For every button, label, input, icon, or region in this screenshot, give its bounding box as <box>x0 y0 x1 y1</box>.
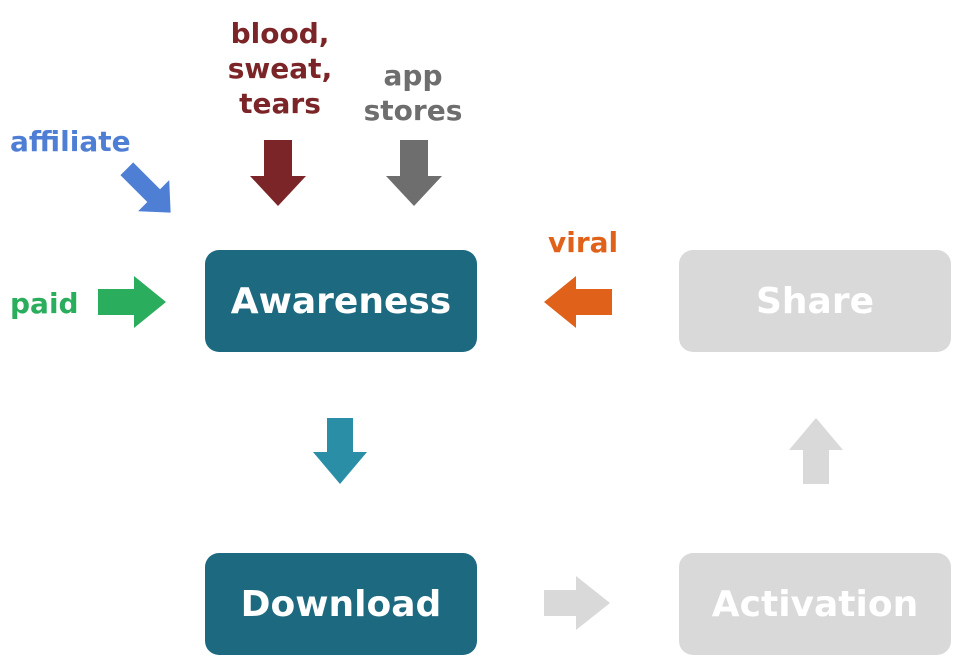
awareness-box: Awareness <box>205 250 477 352</box>
share-label: Share <box>755 280 875 322</box>
label-blood-line-2: sweat, <box>227 52 333 85</box>
label-viral: viral <box>548 226 619 259</box>
label-app-stores-line-1: app <box>383 59 443 92</box>
label-blood-sweat-tears: blood, sweat, tears <box>220 16 340 121</box>
activation-box: Activation <box>679 553 951 655</box>
download-to-activation-arrow-icon <box>544 576 610 630</box>
app-stores-arrow-icon <box>386 140 442 206</box>
awareness-label: Awareness <box>230 280 452 322</box>
label-blood-line-1: blood, <box>230 17 330 50</box>
awareness-to-download-arrow-icon <box>313 418 367 484</box>
label-app-stores-line-2: stores <box>363 94 463 127</box>
label-blood-line-3: tears <box>239 87 321 120</box>
activation-to-share-arrow-icon <box>789 418 843 484</box>
blood-arrow-icon <box>250 140 306 206</box>
label-paid: paid <box>10 287 79 320</box>
paid-arrow-icon <box>98 276 166 328</box>
label-app-stores: app stores <box>352 58 474 128</box>
label-affiliate: affiliate <box>10 125 131 158</box>
activation-label: Activation <box>711 583 919 625</box>
viral-arrow-icon <box>544 276 612 328</box>
share-box: Share <box>679 250 951 352</box>
download-box: Download <box>205 553 477 655</box>
download-label: Download <box>240 583 442 625</box>
affiliate-arrow-icon <box>120 162 171 213</box>
